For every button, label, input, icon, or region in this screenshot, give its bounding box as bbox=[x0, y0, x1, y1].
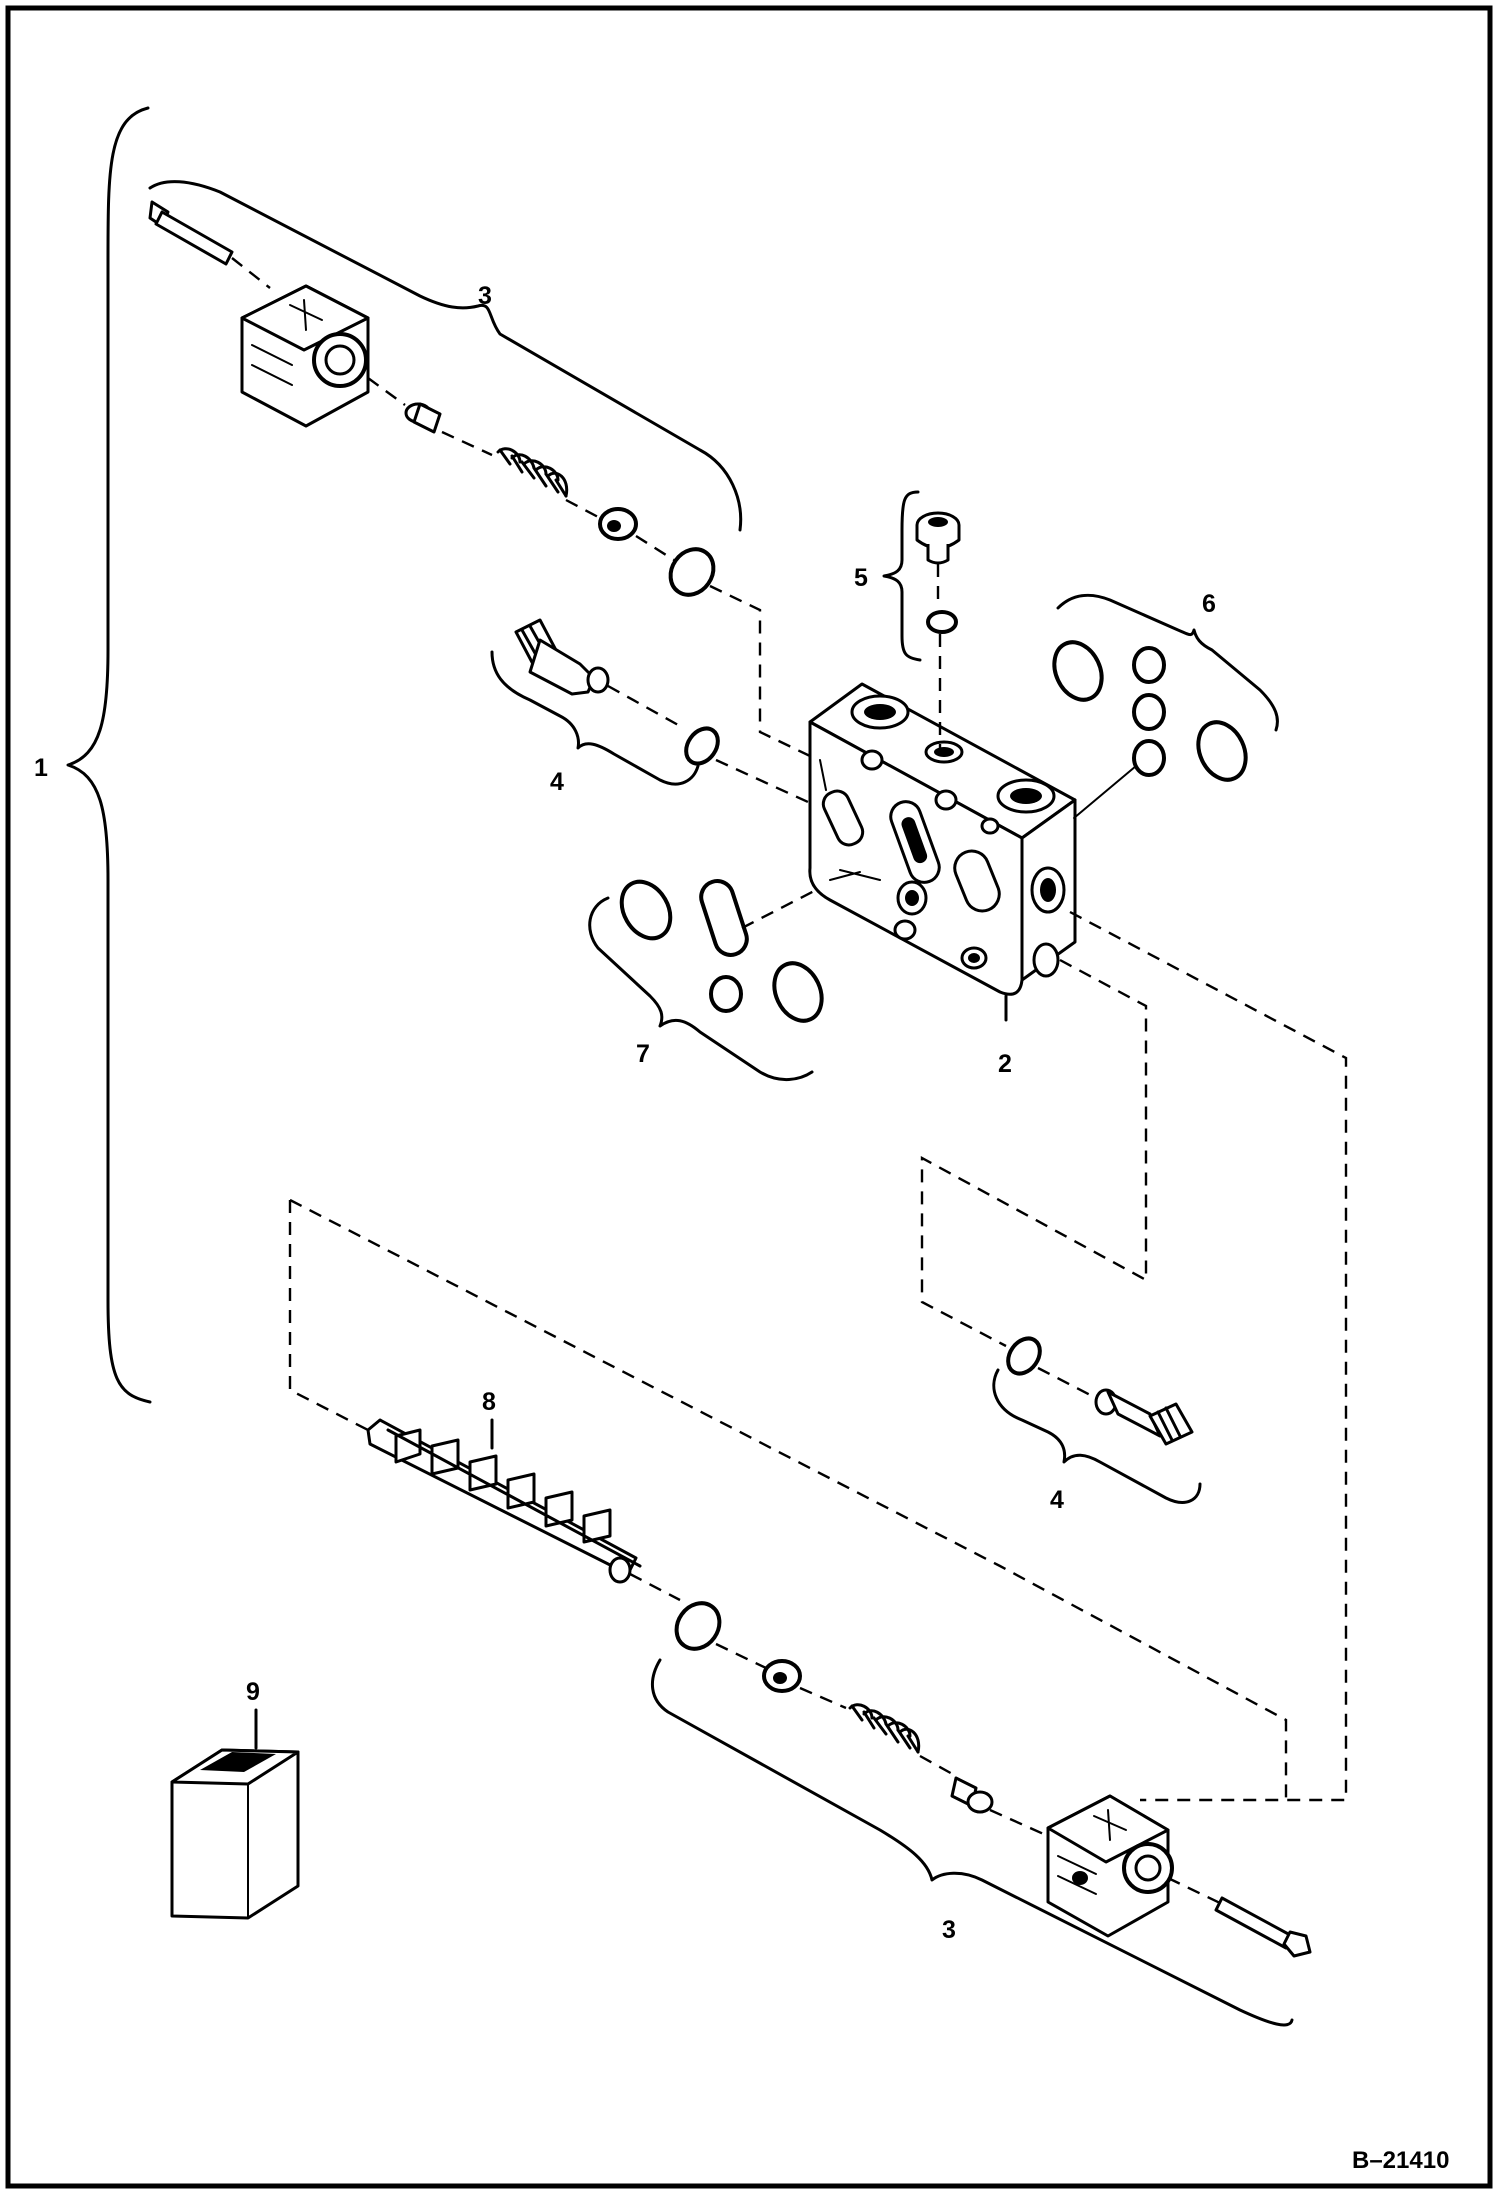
drawing-frame bbox=[5, 5, 1493, 2189]
o-ring-6-large-right bbox=[1196, 720, 1248, 782]
brace-assembly-1 bbox=[66, 106, 152, 1404]
cap-bolt-top bbox=[148, 200, 234, 266]
callout-7: 7 bbox=[636, 1040, 650, 1068]
leader-top-cap bbox=[367, 377, 406, 406]
leader-top-oring-body bbox=[709, 584, 811, 758]
o-ring-6-small-c bbox=[1132, 739, 1166, 777]
brace-cap-group-top bbox=[148, 180, 743, 532]
spool-end-cap-top bbox=[240, 284, 370, 428]
leader-top-seat bbox=[441, 430, 493, 457]
o-ring-upper-check bbox=[684, 726, 720, 766]
o-ring-7-large-left bbox=[619, 879, 673, 941]
brace-check-valve-upper bbox=[490, 650, 700, 786]
callout-6: 6 bbox=[1202, 590, 1216, 618]
callout-3-top: 3 bbox=[478, 282, 492, 310]
leader-bottom-cap bbox=[1167, 1876, 1223, 1906]
o-ring-top-cap bbox=[668, 547, 716, 597]
brace-seal-group-6 bbox=[1056, 593, 1279, 732]
leader-spool-route bbox=[289, 1198, 1288, 1800]
port-plug bbox=[915, 511, 961, 565]
spool-end-cap-bottom bbox=[1046, 1794, 1174, 1938]
spring-seat-top bbox=[404, 402, 442, 434]
valve-spool bbox=[366, 1418, 642, 1584]
spring-seat-bottom bbox=[950, 1776, 994, 1814]
leader-seal-6-body bbox=[1073, 765, 1137, 819]
leader-upper-check-oring bbox=[607, 684, 681, 728]
washer-top bbox=[598, 507, 638, 541]
leader-spool-oring bbox=[629, 1572, 681, 1602]
callout-9: 9 bbox=[246, 1678, 260, 1706]
leader-upper-check-body bbox=[715, 758, 809, 804]
callout-8: 8 bbox=[482, 1388, 496, 1416]
seal-kit-box bbox=[170, 1748, 300, 1920]
brace-check-valve-lower bbox=[992, 1368, 1202, 1504]
o-ring-lower-check bbox=[1006, 1336, 1042, 1376]
leader-bottom-spring bbox=[919, 1754, 957, 1778]
leader-lower-check-oring bbox=[1037, 1366, 1101, 1402]
leader-body-to-lower-check bbox=[920, 958, 1148, 1348]
leader-top-washer bbox=[635, 534, 675, 562]
callout-4-lower: 4 bbox=[1050, 1486, 1064, 1514]
leader-body-to-bottom-cap bbox=[1069, 910, 1348, 1802]
o-ring-bottom-cap bbox=[674, 1601, 722, 1651]
callout-2: 2 bbox=[998, 1050, 1012, 1078]
o-ring-7-large-right bbox=[772, 961, 824, 1023]
leader-top-bolt bbox=[231, 257, 271, 289]
valve-body-section bbox=[808, 682, 1077, 996]
spring-bottom bbox=[848, 1703, 921, 1754]
brace-plug-group bbox=[882, 490, 922, 662]
o-ring-7-oval bbox=[699, 879, 749, 957]
leader-body-to-spool bbox=[288, 1200, 369, 1432]
washer-bottom bbox=[762, 1659, 802, 1693]
leader-bottom-washer bbox=[799, 1686, 847, 1710]
drawing-number: B–21410 bbox=[1352, 2147, 1449, 2174]
callout-4-upper: 4 bbox=[550, 768, 564, 796]
callout-5: 5 bbox=[854, 564, 868, 592]
leader-seal-7-body bbox=[741, 886, 821, 930]
check-valve-poppet-upper bbox=[514, 618, 610, 696]
leader-bottom-oring bbox=[715, 1642, 767, 1670]
check-valve-poppet-lower bbox=[1094, 1388, 1194, 1446]
o-ring-6-large-left bbox=[1052, 640, 1104, 702]
leader-top-spring bbox=[565, 498, 601, 520]
o-ring-7-small bbox=[709, 975, 743, 1013]
cap-bolt-bottom bbox=[1214, 1896, 1312, 1958]
leader-bottom-seat bbox=[989, 1808, 1049, 1838]
o-ring-plug bbox=[926, 610, 958, 634]
brace-seal-group-7 bbox=[588, 896, 814, 1081]
o-ring-6-small-b bbox=[1132, 693, 1166, 731]
o-ring-6-small-a bbox=[1132, 646, 1166, 684]
spring-top bbox=[496, 447, 569, 498]
brace-cap-group-bottom bbox=[650, 1658, 1294, 2027]
callout-1: 1 bbox=[34, 754, 48, 782]
callout-3-bottom: 3 bbox=[942, 1916, 956, 1944]
